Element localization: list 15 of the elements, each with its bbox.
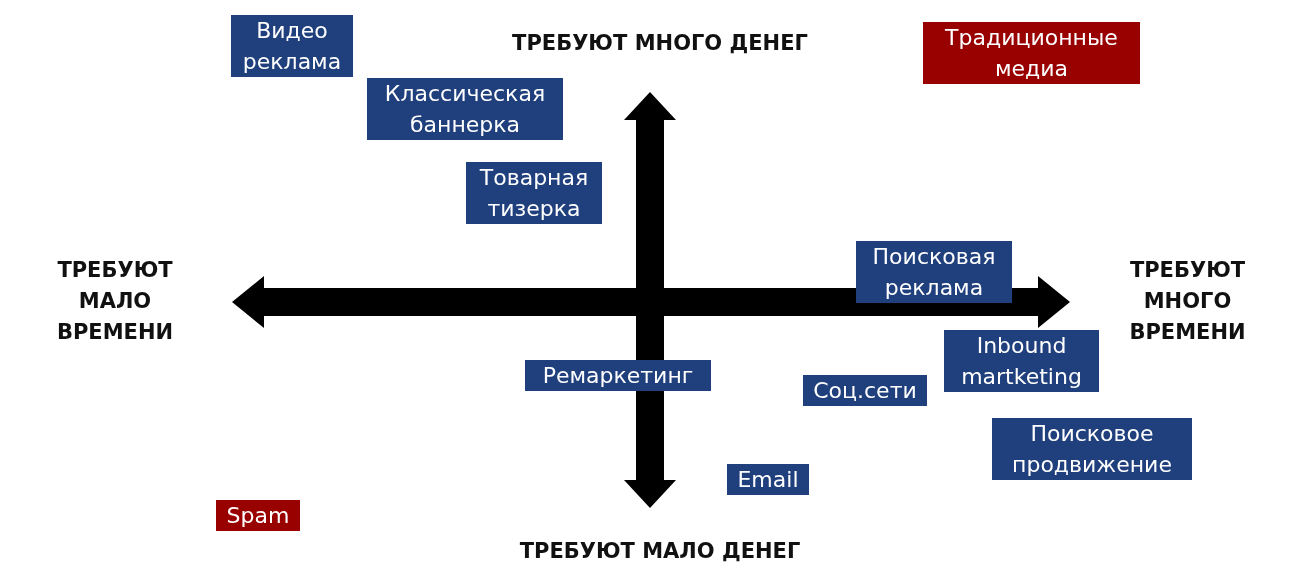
axis-label: ТРЕБУЮТ МАЛО ВРЕМЕНИ [55,257,175,346]
highlighted-label: Email [727,464,809,495]
axis-label: ТРЕБУЮТ МНОГО ДЕНЕГ [511,30,809,57]
highlighted-label: Поисковое продвижение [992,418,1192,480]
highlighted-label: Товарная тизерка [466,162,602,224]
highlighted-label: Соц.сети [803,375,927,406]
highlighted-label: Классическая баннерка [367,78,563,140]
highlighted-label: Поисковая реклама [856,241,1012,303]
highlighted-label: Традиционные медиа [923,22,1140,84]
highlighted-label: Ремаркетинг [525,360,711,391]
highlighted-label: Inbound martketing [944,330,1099,392]
highlighted-label: Spam [216,500,300,531]
highlighted-label: Видео реклама [231,15,353,77]
axis-label: ТРЕБУЮТ МАЛО ДЕНЕГ [518,538,802,565]
axis-label: ТРЕБУЮТ МНОГО ВРЕМЕНИ [1128,257,1247,346]
